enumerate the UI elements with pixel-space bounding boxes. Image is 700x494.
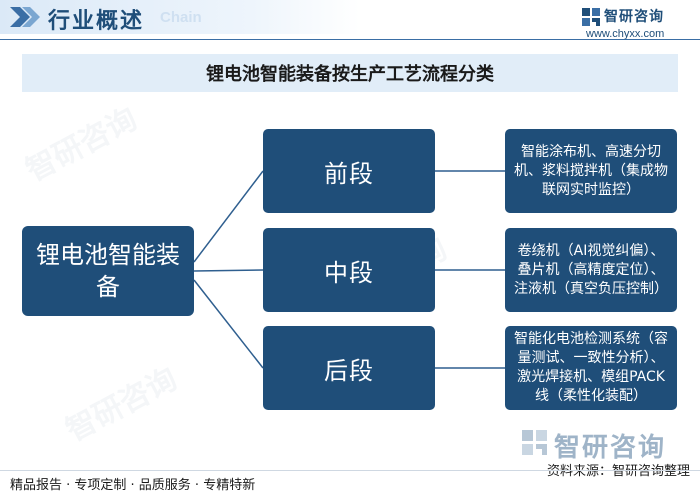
connector-root-back xyxy=(193,279,264,369)
detail-node-middle: 卷绕机（AI视觉纠偏）、叠片机（高精度定位）、注液机（真空负压控制） xyxy=(505,228,677,312)
section-title: 行业概述 xyxy=(48,9,145,34)
brand: 智研咨询 www.chyxx.com xyxy=(580,4,690,40)
brand-watermark-text: 智研咨询 xyxy=(554,433,667,463)
stage-label: 中段 xyxy=(324,258,374,287)
double-chevron-icon xyxy=(10,7,40,27)
section-subtitle: Chain xyxy=(160,9,202,26)
page-header: 行业概述 Chain 智研咨询 www.chyxx.com xyxy=(0,0,700,40)
stage-node-front: 前段 xyxy=(263,129,435,213)
stage-node-back: 后段 xyxy=(263,326,435,410)
stage-node-middle: 中段 xyxy=(263,228,435,312)
header-divider xyxy=(0,39,700,40)
diagram-title: 锂电池智能装备按生产工艺流程分类 xyxy=(206,64,494,85)
brand-url: www.chyxx.com xyxy=(586,28,665,40)
detail-node-back: 智能化电池检测系统（容量测试、一致性分析）、激光焊接机、模组PACK线（柔性化装… xyxy=(505,326,677,410)
root-node-label: 锂电池智能装备 xyxy=(36,241,180,301)
connector-root-front xyxy=(193,170,264,263)
brand-logo-icon xyxy=(582,8,600,26)
brand-name: 智研咨询 xyxy=(604,9,664,25)
connector-root-middle xyxy=(193,269,264,272)
detail-text: 智能涂布机、高速分切机、浆料搅拌机（集成物联网实时监控） xyxy=(514,143,668,198)
header-stripe xyxy=(0,0,360,34)
detail-text: 卷绕机（AI视觉纠偏）、叠片机（高精度定位）、注液机（真空负压控制） xyxy=(514,242,668,297)
detail-node-front: 智能涂布机、高速分切机、浆料搅拌机（集成物联网实时监控） xyxy=(505,129,677,213)
detail-text: 智能化电池检测系统（容量测试、一致性分析）、激光焊接机、模组PACK线（柔性化装… xyxy=(514,331,668,404)
brand-watermark-logo-icon xyxy=(522,430,547,455)
footer-divider xyxy=(0,470,700,471)
root-node: 锂电池智能装备 xyxy=(22,226,194,316)
diagram-title-bar: 锂电池智能装备按生产工艺流程分类 xyxy=(22,54,678,92)
source-note: 资料来源：智研咨询整理 xyxy=(546,464,690,479)
stage-label: 后段 xyxy=(324,356,374,385)
brand-watermark: 智研咨询 xyxy=(520,424,690,464)
footer-slogan: 精品报告 · 专项定制 · 品质服务 · 专精特新 xyxy=(10,478,256,493)
stage-label: 前段 xyxy=(324,159,374,188)
